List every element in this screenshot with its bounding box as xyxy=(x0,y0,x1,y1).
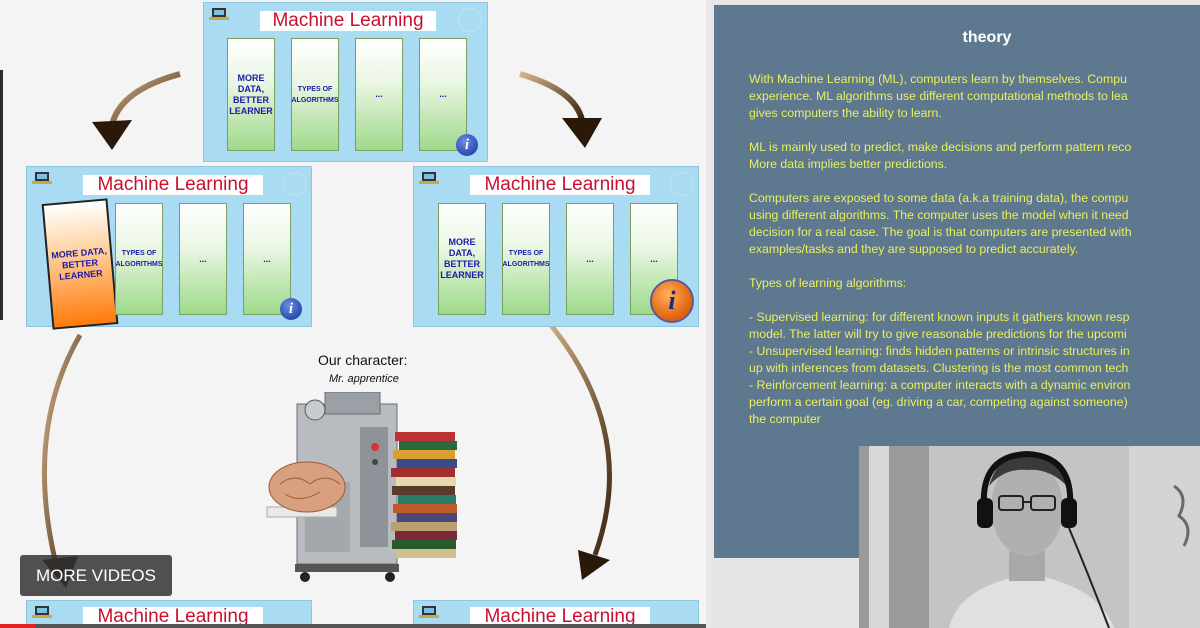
swirl-decoration-icon xyxy=(283,172,307,196)
panel-title: Machine Learning xyxy=(470,607,650,627)
arrow-top-left xyxy=(109,71,181,126)
presenter-webcam-image xyxy=(859,446,1200,628)
arrow-bottom-right xyxy=(543,316,612,556)
theory-paragraph: Computers are exposed to some data (a.k.… xyxy=(749,190,1200,258)
ml-panel-bottom-right: Machine Learning xyxy=(413,600,699,628)
theory-line: model. The latter will try to give reaso… xyxy=(749,327,1127,341)
card-types-of-algorithms[interactable]: TYPES OF ALGORITHMS xyxy=(115,203,163,315)
theory-paragraph: With Machine Learning (ML), computers le… xyxy=(749,71,1200,122)
panel-title: Machine Learning xyxy=(83,175,263,195)
slide-area: Machine Learning MORE DATA, BETTER LEARN… xyxy=(0,0,706,628)
ml-panel-top: Machine Learning MORE DATA, BETTER LEARN… xyxy=(203,2,488,162)
theory-line: - Supervised learning: for different kno… xyxy=(749,310,1130,324)
ml-panel-right: Machine Learning MORE DATA, BETTER LEARN… xyxy=(413,166,699,327)
video-progress-bar[interactable] xyxy=(0,624,706,628)
panel-title: Machine Learning xyxy=(83,607,263,627)
character-subtitle: Mr. apprentice xyxy=(329,373,399,385)
theory-line: Types of learning algorithms: xyxy=(749,276,907,290)
theory-line: - Unsupervised learning: finds hidden pa… xyxy=(749,344,1130,358)
card-placeholder[interactable]: ... xyxy=(419,38,467,151)
theory-paragraph: ML is mainly used to predict, make decis… xyxy=(749,139,1200,173)
arrowhead-bottom-right xyxy=(578,550,610,580)
theory-line: With Machine Learning (ML), computers le… xyxy=(749,72,1127,86)
theory-line: experience. ML algorithms use different … xyxy=(749,89,1128,103)
arrowhead-top-right xyxy=(562,118,602,148)
theory-line: examples/tasks and they are supposed to … xyxy=(749,242,1079,256)
theory-line: gives computers the ability to learn. xyxy=(749,106,942,120)
info-icon-highlighted[interactable]: i xyxy=(650,279,694,323)
arrowhead-top-left xyxy=(92,120,132,150)
theory-paragraph: - Supervised learning: for different kno… xyxy=(749,309,1200,428)
video-progress-fill xyxy=(0,624,36,628)
card-placeholder[interactable]: ... xyxy=(355,38,403,151)
theory-line: the computer xyxy=(749,412,821,426)
arrow-top-right xyxy=(519,71,585,121)
character-title: Our character: xyxy=(318,352,408,368)
card-types-of-algorithms[interactable]: TYPES OF ALGORITHMS xyxy=(502,203,550,315)
theory-line: perform a certain goal (eg. driving a ca… xyxy=(749,395,1128,409)
card-more-data[interactable]: MORE DATA, BETTER LEARNER xyxy=(227,38,275,151)
card-placeholder[interactable]: ... xyxy=(566,203,614,315)
panel-title: Machine Learning xyxy=(260,11,436,31)
theory-line: decision for a real case. The goal is th… xyxy=(749,225,1132,239)
theory-line: up with inferences from datasets. Cluste… xyxy=(749,361,1129,375)
card-placeholder[interactable]: ... xyxy=(179,203,227,315)
info-icon[interactable]: i xyxy=(456,134,478,156)
card-more-data-selected[interactable]: MORE DATA, BETTER LEARNER xyxy=(41,198,119,330)
swirl-decoration-icon xyxy=(458,8,482,32)
card-more-data[interactable]: MORE DATA, BETTER LEARNER xyxy=(438,203,486,315)
swirl-decoration-icon xyxy=(670,172,694,196)
theory-body: With Machine Learning (ML), computers le… xyxy=(749,71,1200,445)
laptop-logo-icon xyxy=(419,171,439,185)
theory-line: - Reinforcement learning: a computer int… xyxy=(749,378,1131,392)
theory-line: Computers are exposed to some data (a.k.… xyxy=(749,191,1129,205)
arrow-bottom-left xyxy=(41,333,83,561)
theory-paragraph: Types of learning algorithms: xyxy=(749,275,1200,292)
character-machine-illustration xyxy=(266,392,457,582)
info-icon[interactable]: i xyxy=(280,298,302,320)
ml-panel-bottom-left: Machine Learning xyxy=(26,600,312,628)
laptop-logo-icon xyxy=(32,171,52,185)
theory-line: using different algorithms. The computer… xyxy=(749,208,1129,222)
theory-line: ML is mainly used to predict, make decis… xyxy=(749,140,1132,154)
ml-panel-left: Machine Learning MORE DATA, BETTER LEARN… xyxy=(26,166,312,330)
laptop-logo-icon xyxy=(209,7,229,21)
panel-title: Machine Learning xyxy=(470,175,650,195)
laptop-logo-icon xyxy=(32,605,52,619)
card-types-of-algorithms[interactable]: TYPES OF ALGORITHMS xyxy=(291,38,339,151)
left-edge-panel xyxy=(0,70,3,320)
theory-title: theory xyxy=(962,29,1012,46)
slide-divider xyxy=(706,0,712,628)
webcam-video xyxy=(859,446,1200,628)
laptop-logo-icon xyxy=(419,605,439,619)
theory-line: More data implies better predictions. xyxy=(749,157,948,171)
more-videos-button[interactable]: MORE VIDEOS xyxy=(20,555,172,596)
card-placeholder[interactable]: ... xyxy=(243,203,291,315)
